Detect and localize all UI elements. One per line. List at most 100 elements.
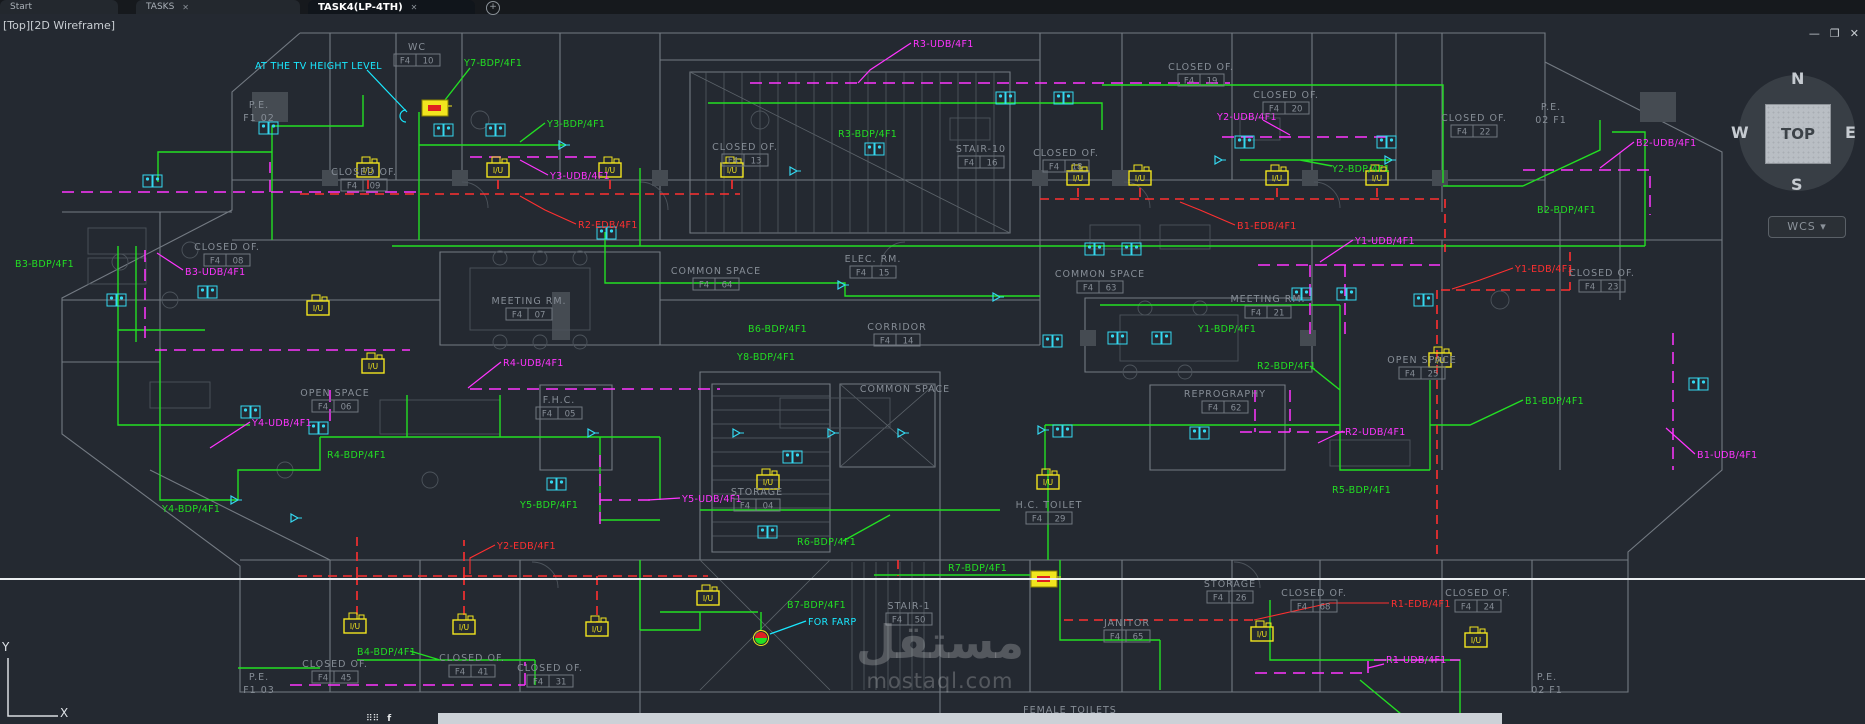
new-tab-button[interactable]: +: [486, 1, 500, 15]
data-outlet-iu-symbol: I/U: [756, 468, 780, 490]
wire-label: R3-UDB/4F1: [913, 39, 974, 50]
wire-label: B1-UDB/4F1: [1697, 450, 1758, 461]
data-outlet-symbol: [106, 293, 127, 307]
svg-text:COMMON SPACE: COMMON SPACE: [1055, 269, 1145, 280]
svg-text:F4: F4: [1461, 603, 1471, 613]
svg-text:I/U: I/U: [703, 594, 713, 603]
data-outlet-symbol: [1688, 377, 1709, 391]
viewport-controls-label[interactable]: [Top][2D Wireframe]: [3, 19, 116, 32]
close-tab-icon[interactable]: ✕: [410, 2, 418, 12]
viewcube-north[interactable]: N: [1791, 69, 1805, 88]
svg-text:CLOSED OF.: CLOSED OF.: [1281, 588, 1347, 599]
data-outlet-iu-symbol: I/U: [1128, 164, 1152, 186]
file-tab-bar: Start TASKS ✕ TASK4(LP-4TH) ✕ +: [0, 0, 1865, 15]
viewcube-top-face[interactable]: TOP: [1765, 104, 1831, 164]
close-icon[interactable]: ✕: [1849, 27, 1859, 40]
room-tag: FEMALE TOILETS: [1023, 705, 1116, 716]
svg-text:09: 09: [370, 182, 381, 192]
viewcube-east[interactable]: E: [1845, 123, 1856, 142]
svg-text:I/U: I/U: [459, 623, 469, 632]
tab-task4[interactable]: TASK4(LP-4TH) ✕: [308, 0, 475, 14]
svg-text:STAIR-1: STAIR-1: [887, 601, 930, 612]
room-tag: P.E.F1 03: [243, 672, 274, 696]
speaker-symbol: [789, 165, 801, 177]
wire-label: Y2-BDP/4F1: [1331, 164, 1390, 175]
data-outlet-symbol: [433, 123, 454, 137]
svg-text:F4: F4: [1297, 603, 1307, 613]
wire-label: Y1-UDB/4F1: [1354, 236, 1415, 247]
svg-text:CLOSED OF.: CLOSED OF.: [302, 659, 368, 670]
viewcube-west[interactable]: W: [1731, 123, 1749, 142]
svg-text:20: 20: [1292, 105, 1303, 115]
svg-text:OPEN SPACE: OPEN SPACE: [300, 388, 369, 399]
svg-text:CLOSED OF.: CLOSED OF.: [1033, 148, 1099, 159]
wcs-menu[interactable]: WCS ▾: [1768, 216, 1846, 238]
data-outlet-iu-symbol: I/U: [585, 615, 609, 637]
svg-text:MEETING RM.: MEETING RM.: [1230, 294, 1305, 305]
minimize-icon[interactable]: —: [1808, 27, 1820, 40]
svg-text:50: 50: [915, 616, 926, 626]
dots-grid-icon: ⠿⠿: [366, 714, 380, 724]
wire-label: R4-UDB/4F1: [503, 358, 564, 369]
svg-text:04: 04: [763, 502, 774, 512]
data-outlet-symbol: [1151, 331, 1172, 345]
wire-label: Y8-BDP/4F1: [736, 352, 795, 363]
tab-tasks[interactable]: TASKS ✕: [136, 0, 300, 14]
close-tab-icon[interactable]: ✕: [182, 2, 189, 12]
svg-text:P.E.: P.E.: [1541, 102, 1561, 113]
restore-icon[interactable]: ❐: [1829, 27, 1840, 40]
tab-start[interactable]: Start: [0, 0, 118, 14]
data-outlet-symbol: [864, 142, 885, 156]
data-outlet-iu-symbol: I/U: [306, 294, 330, 316]
section-line: [0, 578, 1865, 580]
svg-text:CLOSED OF.: CLOSED OF.: [1168, 62, 1234, 73]
svg-text:F4: F4: [740, 502, 750, 512]
wire-label: B4-BDP/4F1: [357, 647, 416, 658]
viewcube[interactable]: N S W E TOP: [1731, 69, 1857, 194]
data-outlet-iu-symbol: I/U: [343, 612, 367, 634]
svg-text:I/U: I/U: [1435, 356, 1445, 365]
tab-task4-label: TASK4(LP-4TH): [318, 1, 403, 13]
svg-text:F4: F4: [964, 159, 974, 169]
svg-text:CORRIDOR: CORRIDOR: [867, 322, 927, 333]
svg-text:10: 10: [423, 57, 434, 67]
speaker-symbol: [558, 139, 570, 151]
svg-text:F4: F4: [318, 674, 328, 684]
wire-label: R7-BDP/4F1: [948, 563, 1007, 574]
svg-text:COMMON SPACE: COMMON SPACE: [671, 266, 761, 277]
svg-text:CLOSED OF.: CLOSED OF.: [1441, 113, 1507, 124]
svg-text:05: 05: [565, 410, 576, 420]
data-outlet-iu-symbol: I/U: [1250, 620, 1274, 642]
svg-text:I/U: I/U: [1257, 630, 1267, 639]
svg-text:CLOSED OF.: CLOSED OF.: [517, 663, 583, 674]
svg-text:F4: F4: [400, 57, 410, 67]
svg-text:P.E.: P.E.: [249, 672, 269, 683]
data-outlet-symbol: [995, 91, 1016, 105]
farp-device-symbol: [753, 630, 769, 646]
svg-text:P.E.: P.E.: [1537, 672, 1557, 683]
svg-text:F4: F4: [210, 257, 220, 267]
data-outlet-symbol: [757, 525, 778, 539]
svg-text:F4: F4: [1032, 515, 1042, 525]
svg-text:F4: F4: [699, 281, 709, 291]
room-tag: COMMON SPACE: [860, 384, 949, 395]
svg-text:I/U: I/U: [350, 622, 360, 631]
viewcube-south[interactable]: S: [1791, 175, 1803, 194]
svg-text:OPEN SPACE: OPEN SPACE: [1387, 355, 1456, 366]
svg-text:F4: F4: [318, 403, 328, 413]
